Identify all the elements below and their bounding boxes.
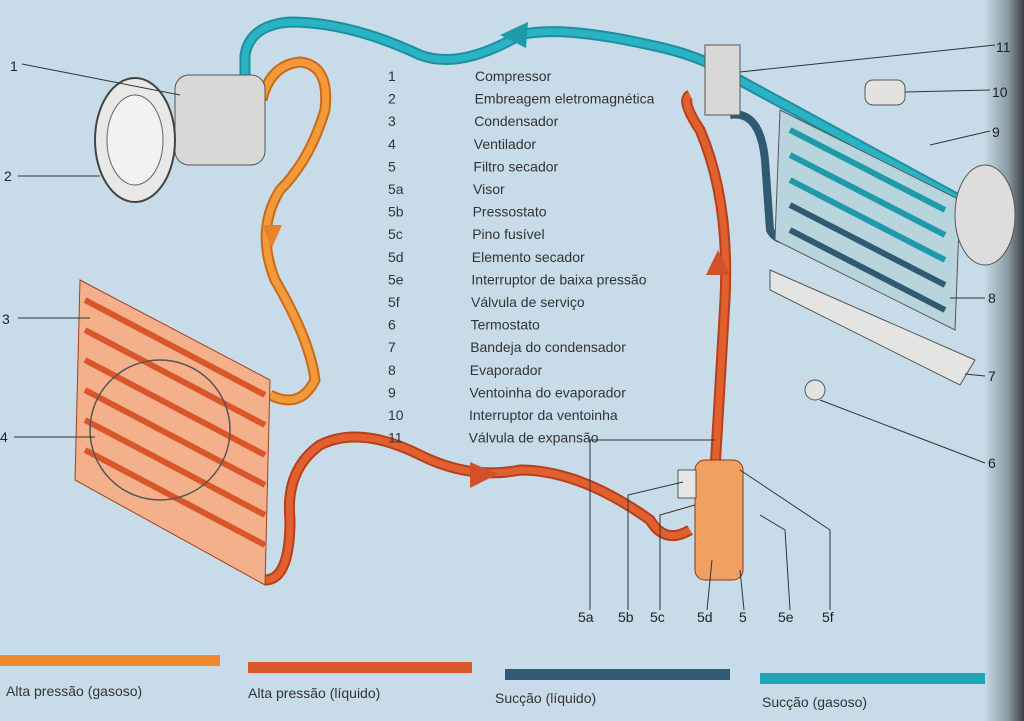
callout-1: 1	[10, 58, 18, 74]
part-number: 5c	[388, 226, 403, 242]
legend-swatch-high-liquid	[248, 662, 472, 673]
part-number: 5d	[388, 249, 404, 265]
part-number: 2	[388, 91, 396, 107]
part-label: Embreagem eletromagnética	[475, 91, 655, 107]
part-number: 11	[388, 430, 403, 446]
callout-5e: 5e	[778, 609, 794, 625]
callout-4: 4	[0, 429, 8, 445]
part-label: Filtro secador	[473, 158, 558, 174]
parts-list: 1 Compressor 2 Embreagem eletromagnética 3 Co…	[388, 68, 655, 446]
expansion-valve	[704, 44, 741, 116]
thermostat	[804, 379, 826, 401]
part-label: Elemento secador	[472, 249, 585, 265]
part-number: 8	[388, 362, 396, 378]
part-label: Termostato	[471, 317, 540, 333]
condenser	[74, 279, 271, 586]
part-label: Interruptor de baixa pressão	[471, 271, 646, 287]
flow-arrow-suction	[500, 22, 528, 48]
part-label: Condensador	[474, 113, 558, 129]
part-label: Válvula de serviço	[471, 294, 585, 310]
legend-swatch-suction-gas	[760, 673, 985, 684]
callout-5c: 5c	[650, 609, 665, 625]
part-number: 1	[388, 68, 396, 84]
callout-11: 11	[996, 39, 1011, 55]
callout-5: 5	[739, 609, 747, 625]
part-label: Pino fusível	[472, 226, 544, 242]
legend-label-suction-gas: Sucção (gasoso)	[762, 694, 867, 710]
part-number: 7	[388, 339, 396, 355]
callout-leaders	[14, 44, 996, 611]
part-number: 5	[388, 158, 396, 174]
part-label: Evaporador	[470, 362, 543, 378]
part-label: Pressostato	[473, 204, 547, 220]
legend-label-high-liquid: Alta pressão (líquido)	[248, 685, 380, 701]
part-label: Interruptor da ventoinha	[469, 407, 618, 423]
evaporator	[769, 109, 1016, 386]
part-number: 5f	[388, 294, 400, 310]
part-number: 5a	[388, 181, 404, 197]
part-number: 10	[388, 407, 404, 423]
filter-drier	[677, 459, 744, 581]
part-label: Visor	[473, 181, 505, 197]
evaporator-fan	[954, 164, 1016, 266]
callout-10: 10	[992, 84, 1008, 100]
legend-swatch-high-gas	[0, 655, 220, 666]
part-number: 9	[388, 384, 396, 400]
callout-9: 9	[992, 124, 1000, 140]
callout-8: 8	[988, 290, 996, 306]
compressor	[94, 74, 266, 203]
part-number: 4	[388, 136, 396, 152]
legend: Alta pressão (gasoso) Alta pressão (líqu…	[0, 655, 985, 710]
part-label: Válvula de expansão	[469, 430, 599, 446]
callout-5a: 5a	[578, 609, 594, 625]
condensate-tray	[769, 269, 976, 386]
legend-label-high-gas: Alta pressão (gasoso)	[6, 683, 142, 699]
callout-6: 6	[988, 455, 996, 471]
part-label: Bandeja do condensador	[470, 339, 626, 355]
callout-5d: 5d	[697, 609, 713, 625]
condenser-fan	[89, 359, 231, 501]
scan-edge-shadow	[984, 0, 1024, 721]
callout-5f: 5f	[822, 609, 834, 625]
legend-swatch-suction-liquid	[505, 669, 730, 680]
part-number: 3	[388, 113, 396, 129]
flow-arrow-liquid	[470, 462, 498, 488]
flow-arrow-gas	[262, 225, 282, 248]
legend-label-suction-liquid: Sucção (líquido)	[495, 690, 596, 706]
part-number: 5e	[388, 271, 404, 287]
callout-3: 3	[2, 311, 10, 327]
part-number: 5b	[388, 204, 404, 220]
flow-arrow-liquid-up	[706, 250, 730, 275]
callout-2: 2	[4, 168, 12, 184]
part-label: Compressor	[475, 68, 552, 84]
part-number: 6	[388, 317, 396, 333]
callout-5b: 5b	[618, 609, 634, 625]
part-label: Ventoinha do evaporador	[469, 384, 626, 400]
part-label: Ventilador	[474, 136, 537, 152]
callout-7: 7	[988, 368, 996, 384]
fan-switch	[864, 79, 906, 106]
